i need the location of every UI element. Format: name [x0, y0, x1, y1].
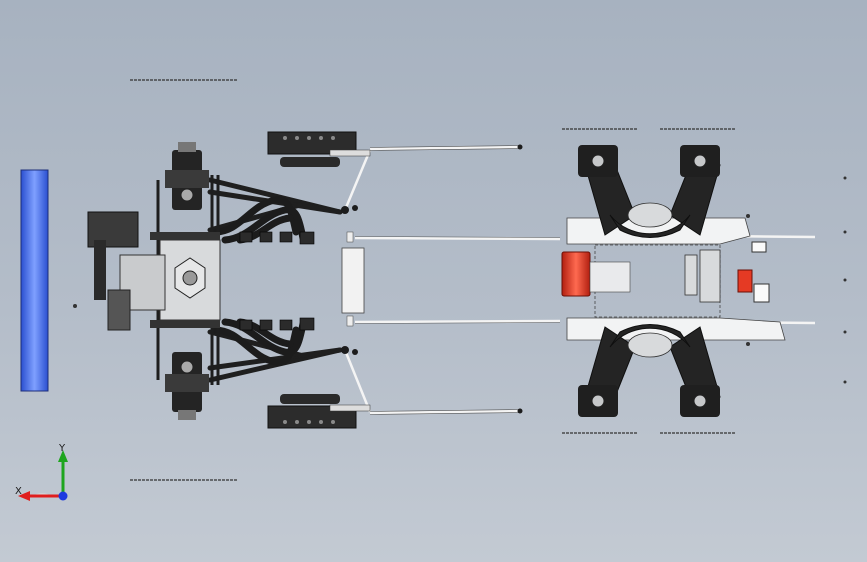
y-axis-arrowhead-icon	[58, 450, 68, 462]
rear-suspension-bottom[interactable]	[584, 324, 721, 398]
orientation-triad[interactable]: Y X	[14, 440, 74, 510]
front-bumper-bar[interactable]	[20, 169, 49, 392]
hardware-dots	[73, 176, 847, 384]
fuel-tank-mount	[589, 261, 631, 293]
rear-hub-bearings	[591, 154, 707, 408]
battery[interactable]	[737, 269, 753, 293]
x-axis-label: X	[15, 486, 22, 497]
ecu-box[interactable]	[753, 283, 770, 303]
y-axis-label: Y	[58, 443, 66, 454]
fuel-tank[interactable]	[561, 251, 591, 297]
rear-suspension-top[interactable]	[584, 164, 721, 238]
reference-lines	[130, 79, 735, 481]
radiator-top[interactable]	[267, 131, 371, 167]
center-bracket[interactable]	[341, 231, 365, 327]
front-hub-top[interactable]	[165, 142, 209, 210]
rear-differential[interactable]	[627, 202, 721, 358]
x-axis-arrowhead-icon	[18, 491, 30, 501]
radiator-bottom[interactable]	[267, 394, 371, 429]
front-hub-bottom[interactable]	[165, 352, 209, 420]
rod-end-joints	[341, 144, 523, 414]
tie-rod-outline	[354, 145, 561, 415]
exhaust-ports	[239, 231, 315, 331]
engine-block[interactable]	[87, 211, 221, 331]
relay-box	[751, 241, 767, 253]
z-axis-dot-icon	[58, 491, 68, 501]
